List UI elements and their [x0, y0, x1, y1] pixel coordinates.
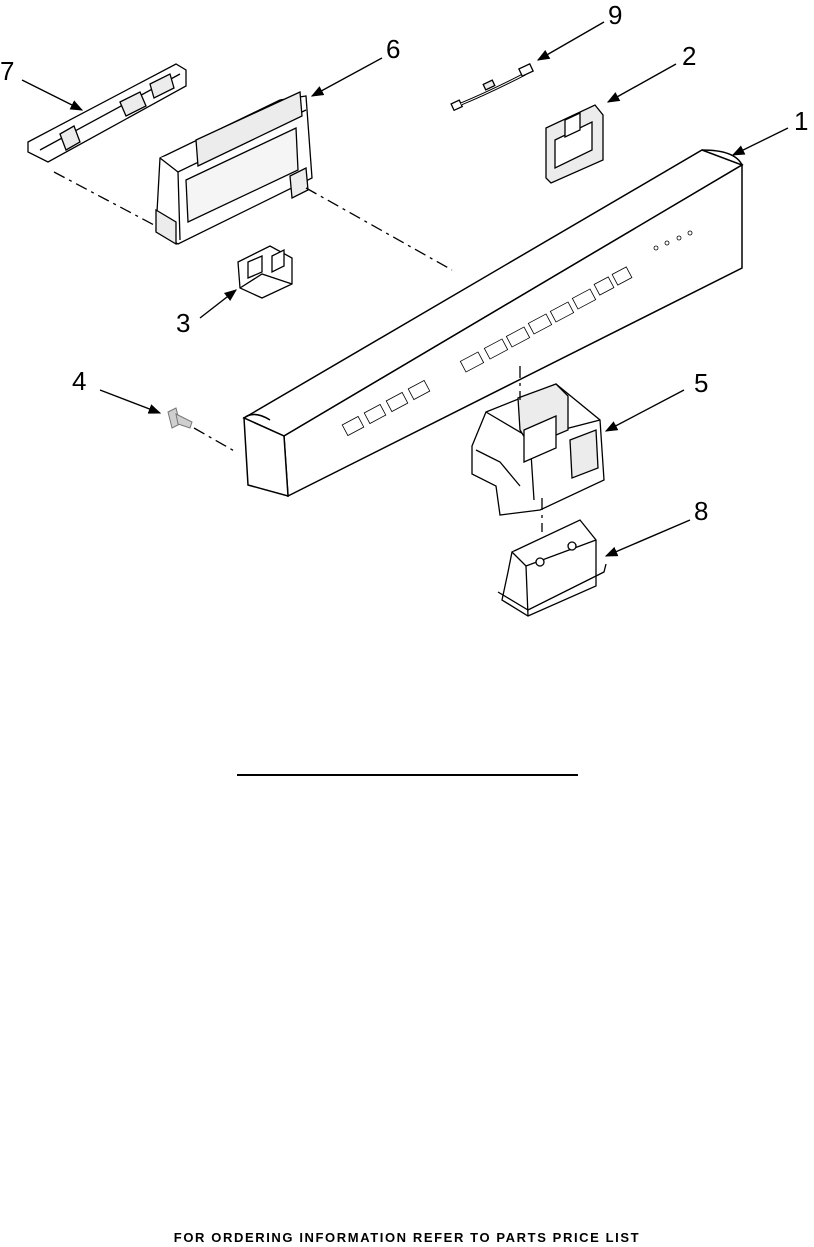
wire-harness-part-9 [450, 62, 534, 112]
latch-housing-part-5 [471, 383, 605, 516]
callout-6: 6 [386, 34, 400, 64]
callout-2: 2 [682, 41, 696, 71]
callout-4: 4 [72, 366, 86, 396]
divider-rule [237, 774, 578, 776]
callout-1: 1 [794, 106, 808, 136]
callout-9: 9 [608, 0, 622, 30]
callout-7: 7 [0, 56, 14, 86]
control-housing-part-6 [155, 91, 313, 246]
ordering-info-footer: FOR ORDERING INFORMATION REFER TO PARTS … [173, 1230, 641, 1245]
leader-arrows [21, 21, 789, 557]
callout-3: 3 [176, 308, 190, 338]
user-interface-board-part-7 [27, 63, 187, 163]
console-panel-part-1 [242, 149, 744, 498]
screw-part-4 [167, 407, 193, 429]
callout-8: 8 [694, 496, 708, 526]
bracket-part-2 [545, 104, 604, 184]
latch-cover-part-8 [497, 519, 607, 617]
alignment-lines [53, 171, 543, 532]
control-labels [341, 230, 693, 437]
callout-5: 5 [694, 368, 708, 398]
clip-part-3 [237, 245, 293, 299]
